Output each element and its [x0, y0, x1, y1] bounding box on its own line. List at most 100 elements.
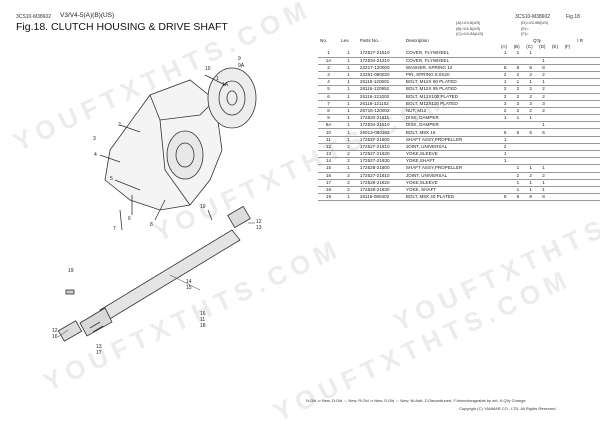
cell-qty: 2: [498, 71, 512, 80]
cell-qty: 1: [524, 78, 538, 87]
cell-no: 2: [318, 64, 340, 72]
cell-parts-no: 172528-21830: [357, 186, 404, 195]
cell-parts-no: 26116-121102: [357, 100, 404, 108]
cell-qty: [562, 71, 576, 80]
fig-number: Fig.18: [566, 14, 580, 20]
qty-col-d: (D): [539, 44, 546, 50]
cell-lev: 1: [339, 114, 358, 123]
cell-lev: 2: [339, 179, 358, 187]
cell-qty: [562, 64, 576, 72]
cell-qty: 1: [524, 179, 538, 187]
cell-qty: 3: [511, 100, 525, 108]
callout-12: 12: [256, 219, 262, 225]
cell-parts-no: 26013-080162: [357, 128, 404, 137]
cell-remarks: [575, 157, 600, 166]
callout-1: 1: [216, 76, 219, 82]
cell-parts-no: 26716-120002: [357, 107, 404, 116]
cell-qty: 2: [511, 107, 525, 116]
cell-qty: 1: [511, 50, 525, 58]
cell-qty: 1: [524, 164, 538, 173]
callout-11: 11: [200, 317, 205, 323]
cell-qty: [562, 85, 576, 94]
cell-remarks: [575, 186, 600, 195]
callout-1a: 1A: [222, 82, 229, 88]
cell-qty: 1: [537, 121, 550, 130]
qty-col-c: (C): [526, 44, 533, 50]
cell-qty: [562, 50, 576, 58]
cell-qty: 8: [537, 64, 550, 72]
cell-qty: 1: [537, 179, 550, 187]
cell-no: 17: [318, 179, 340, 187]
table-header-row: No. Lev. Parts No. Description Q'ty I R: [318, 38, 600, 44]
cell-qty: [524, 150, 538, 159]
cell-qty: 3: [537, 100, 550, 108]
cell-qty: [562, 164, 576, 173]
cell-description: COVER, FLYWHEEL: [403, 50, 499, 58]
variant-label: (F)=: [521, 31, 529, 36]
cell-lev: 1: [339, 57, 358, 65]
cell-qty: 2: [498, 85, 512, 94]
cell-lev: 1: [339, 121, 358, 130]
cell-qty: [549, 186, 563, 195]
cell-qty: 8: [498, 193, 512, 202]
copyright: Copyright (C) YANMAR CO., LTD. All Right…: [459, 406, 557, 411]
cell-qty: [537, 150, 550, 159]
cell-lev: 1: [339, 64, 358, 72]
cell-qty: [524, 121, 538, 130]
cell-qty: [549, 85, 563, 94]
cell-parts-no: 172527-21800: [357, 136, 404, 144]
cell-qty: 1: [537, 164, 550, 173]
cell-qty: 1: [524, 114, 538, 123]
cell-qty: 1: [537, 78, 550, 87]
legend-footer: N:Old ⇒ New, Ω:Old ⇔ New, R:Old ⇒ New, S…: [306, 398, 526, 403]
cell-qty: 3: [498, 100, 512, 108]
cell-no: 10: [318, 128, 340, 137]
cell-qty: 8: [524, 64, 538, 72]
cell-no: 16: [318, 172, 340, 180]
cell-description: COVER, FLYWHEEL: [403, 57, 499, 65]
cell-no: 14: [318, 157, 340, 166]
cell-qty: 1: [498, 136, 512, 144]
cell-qty: [549, 164, 563, 173]
col-header-remarks: I R: [577, 38, 584, 44]
cell-qty: [524, 136, 538, 144]
cell-qty: 2: [511, 172, 525, 180]
callout-8: 8: [150, 222, 153, 228]
cell-qty: [549, 50, 563, 58]
cell-qty: 8: [524, 193, 538, 202]
cell-qty: 1: [524, 50, 538, 58]
cell-lev: 1: [339, 128, 358, 137]
cell-qty: [549, 107, 563, 116]
flywheel-cover-drawing: [104, 79, 223, 211]
cell-qty: [562, 186, 576, 195]
cell-parts-no: 26116-120952: [357, 85, 404, 94]
cell-description: YOKE,SHAFT: [403, 157, 499, 166]
cell-parts-no: 22261-080020: [357, 71, 404, 80]
cell-description: BOLT, M12X 60 PLATED: [403, 78, 499, 87]
callout-16b: 16: [52, 334, 58, 340]
cell-qty: 1: [498, 50, 512, 58]
cell-description: DISK, DAMPER: [403, 121, 499, 130]
variant-label: (C)=V4-5A(US): [456, 31, 484, 36]
cell-qty: [549, 128, 563, 137]
col-header-lev: Lev.: [341, 38, 350, 44]
cell-qty: [549, 71, 563, 80]
cell-qty: [498, 57, 512, 65]
cell-qty: 8: [511, 64, 525, 72]
callout-13: 13: [256, 225, 262, 231]
cell-parts-no: 172527-21830: [357, 157, 404, 166]
cell-qty: [562, 93, 576, 101]
cell-no: 3: [318, 71, 340, 80]
cell-qty: [562, 193, 576, 202]
cell-qty: 1: [498, 150, 512, 159]
cell-no: 6: [318, 93, 340, 101]
cell-remarks: [575, 193, 600, 202]
callout-13b: 13: [96, 344, 102, 350]
variant-label: (A)=V3-5(US): [456, 20, 481, 25]
cell-no: 11: [318, 136, 340, 144]
